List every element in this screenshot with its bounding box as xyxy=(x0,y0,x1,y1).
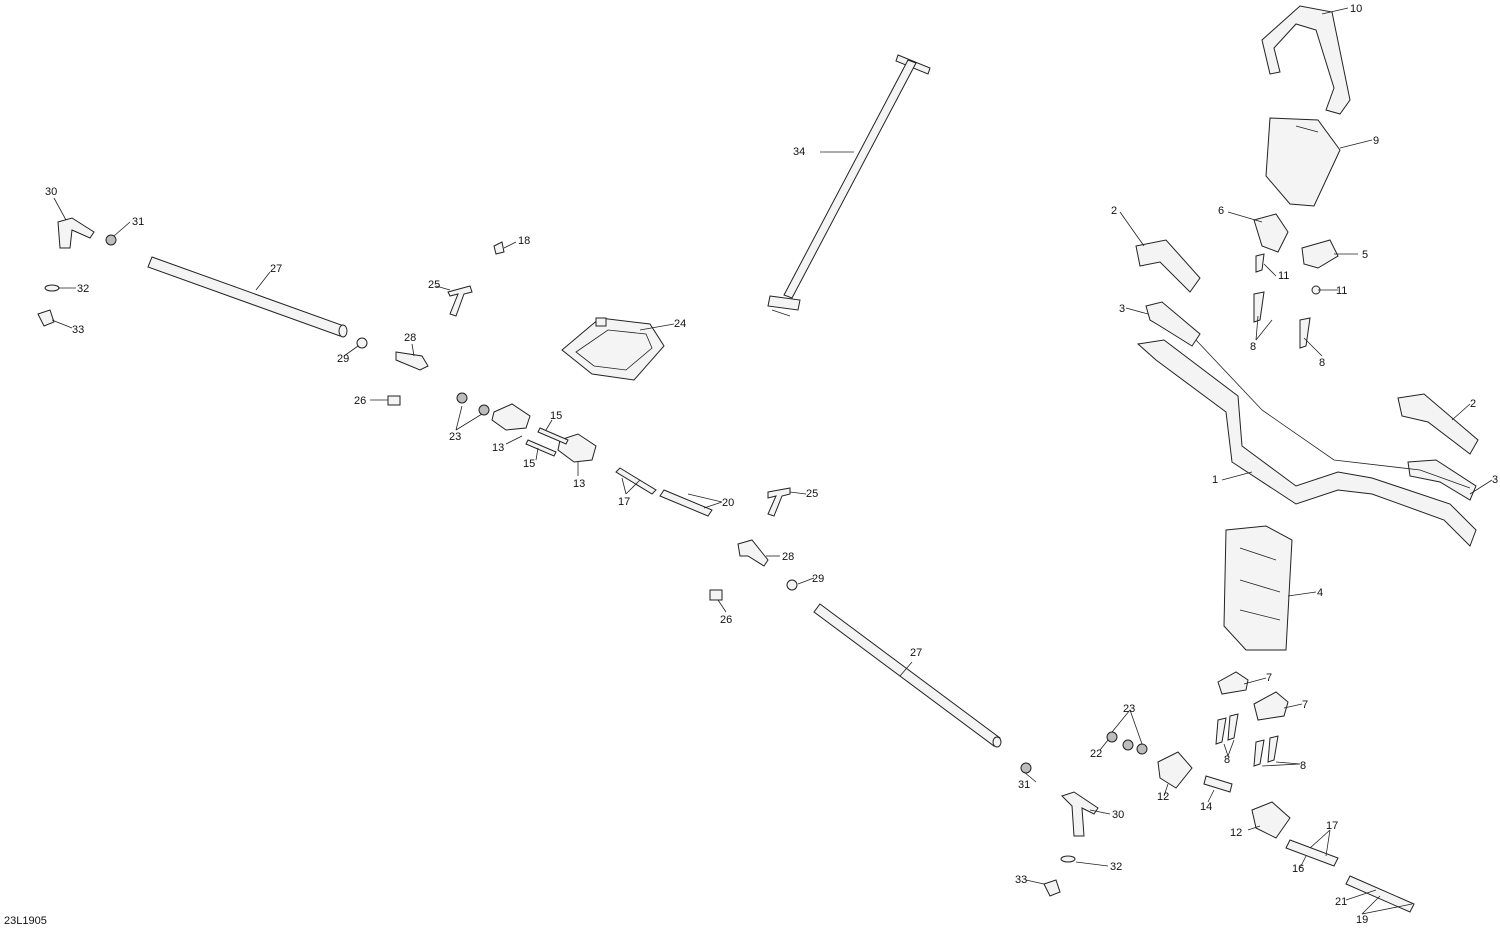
callout-16: 16 xyxy=(1292,863,1304,875)
callout-1: 1 xyxy=(1212,474,1218,486)
part-2-grips xyxy=(1135,239,1479,455)
callout-21: 21 xyxy=(1335,896,1347,908)
callout-32-right: 32 xyxy=(1110,861,1122,873)
callout-8-lower-right: 8 xyxy=(1300,760,1306,772)
callout-31-left: 31 xyxy=(132,216,144,228)
callout-25-lower: 25 xyxy=(806,488,818,500)
callout-4: 4 xyxy=(1317,587,1323,599)
callout-26-upper: 26 xyxy=(354,395,366,407)
callout-labels: 10 9 6 5 2 11 11 3 8 8 2 1 3 4 7 7 23 22… xyxy=(45,3,1498,926)
callout-17-left: 17 xyxy=(618,496,630,508)
part-12-couplers xyxy=(1157,751,1291,839)
callout-33-left: 33 xyxy=(72,324,84,336)
callout-13-upper: 13 xyxy=(492,442,504,454)
part-14-sleeve xyxy=(1203,775,1233,793)
callout-20: 20 xyxy=(722,497,734,509)
callout-12-upper: 12 xyxy=(1157,791,1169,803)
part-28-studs xyxy=(395,351,769,567)
part-8-bolts xyxy=(1215,291,1311,767)
leader-lines xyxy=(51,7,1493,915)
callout-7-upper: 7 xyxy=(1266,672,1272,684)
callout-8-upper-right: 8 xyxy=(1319,357,1325,369)
part-27-tie-rod-left xyxy=(147,256,348,338)
part-16-shaft xyxy=(1285,839,1339,867)
callout-33-right: 33 xyxy=(1015,874,1027,886)
callout-27-lower: 27 xyxy=(910,647,922,659)
part-25-bolts xyxy=(447,285,791,517)
callout-23-right: 23 xyxy=(1123,703,1135,715)
callout-15-lower: 15 xyxy=(523,458,535,470)
callout-28-lower: 28 xyxy=(782,551,794,563)
part-17-20-rods xyxy=(615,467,713,517)
callout-2-right: 2 xyxy=(1470,398,1476,410)
callout-7-lower: 7 xyxy=(1302,699,1308,711)
callout-30-left: 30 xyxy=(45,186,57,198)
callout-27-upper: 27 xyxy=(270,263,282,275)
callout-18: 18 xyxy=(518,235,530,247)
callout-17-right: 17 xyxy=(1326,820,1338,832)
part-6-5-brackets xyxy=(1253,213,1339,269)
callout-10: 10 xyxy=(1350,3,1362,15)
callout-22: 22 xyxy=(1090,748,1102,760)
callout-3-top: 3 xyxy=(1119,303,1125,315)
callout-26-lower: 26 xyxy=(720,614,732,626)
callout-8-upper-left: 8 xyxy=(1250,341,1256,353)
part-7-caps xyxy=(1217,671,1289,721)
callout-15-upper: 15 xyxy=(550,410,562,422)
part-30-ball-joint-right xyxy=(1061,791,1099,837)
callout-25-upper: 25 xyxy=(428,279,440,291)
callout-3-right: 3 xyxy=(1492,474,1498,486)
small-hardware xyxy=(37,234,1148,897)
callout-31-right: 31 xyxy=(1018,779,1030,791)
part-24-plate xyxy=(561,317,665,381)
callout-29-lower: 29 xyxy=(812,573,824,585)
callout-2-top: 2 xyxy=(1111,205,1117,217)
callout-11-right: 11 xyxy=(1336,285,1347,297)
callout-9: 9 xyxy=(1373,135,1379,147)
part-34-steering-column xyxy=(767,54,931,317)
diagram-code: 23L1905 xyxy=(4,915,47,927)
part-4-riser xyxy=(1223,525,1293,651)
part-11-screws xyxy=(1255,253,1321,295)
callout-28-upper: 28 xyxy=(404,332,416,344)
callout-34: 34 xyxy=(793,146,805,158)
callout-19: 19 xyxy=(1356,914,1368,926)
callout-23-left: 23 xyxy=(449,431,461,443)
callout-14: 14 xyxy=(1200,801,1212,813)
callout-8-lower-left: 8 xyxy=(1224,754,1230,766)
callout-12-lower: 12 xyxy=(1230,827,1242,839)
callout-24: 24 xyxy=(674,318,686,330)
callout-30-right: 30 xyxy=(1112,809,1124,821)
part-21-pin xyxy=(1345,875,1415,913)
callout-5: 5 xyxy=(1362,249,1368,261)
part-10-guard xyxy=(1261,5,1351,115)
part-9-cover xyxy=(1265,117,1341,207)
callout-32-left: 32 xyxy=(77,283,89,295)
callout-11-left: 11 xyxy=(1278,270,1289,282)
part-1-handlebar xyxy=(1136,339,1477,547)
part-30-ball-joint-left xyxy=(57,217,95,249)
callout-13-lower: 13 xyxy=(573,478,585,490)
callout-6: 6 xyxy=(1218,205,1224,217)
part-15-pins xyxy=(525,427,569,457)
part-3-heated-grips xyxy=(1145,301,1477,501)
callout-29-upper: 29 xyxy=(337,353,349,365)
part-27-tie-rod-right xyxy=(813,603,1002,748)
